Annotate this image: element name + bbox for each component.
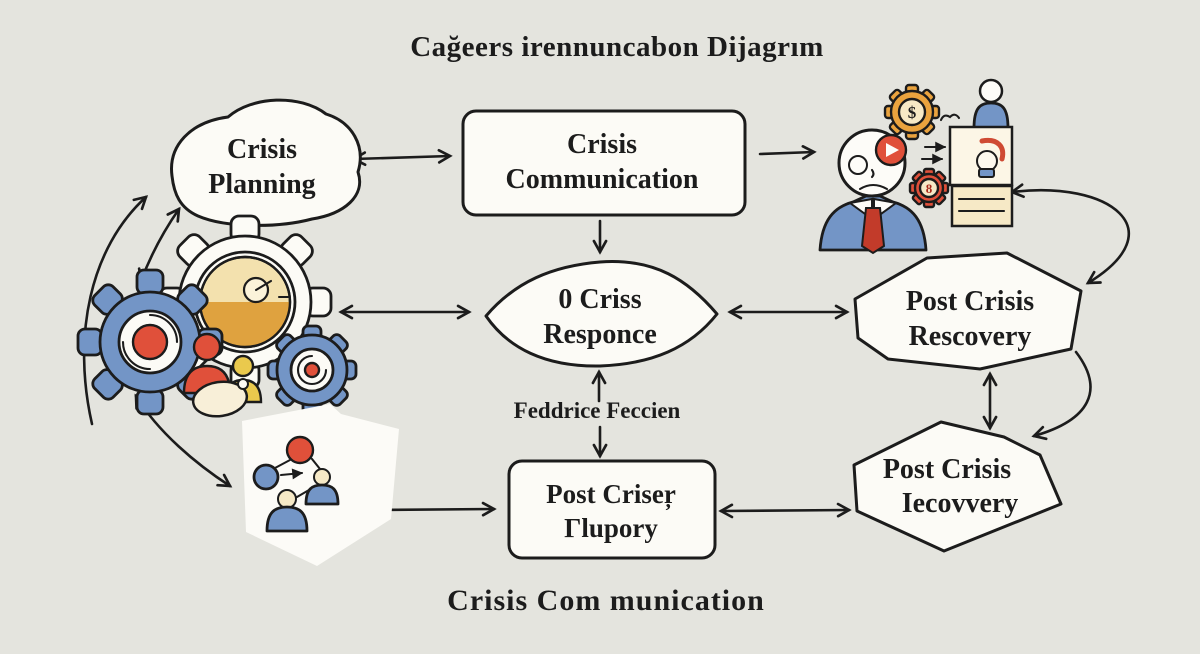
network-shield-icon <box>242 404 399 566</box>
node-crisis-response: 0 Criss Responce <box>484 260 719 368</box>
recovery-bottom-label-line1: Post Crisis <box>883 454 1011 485</box>
recovery-bottom-label-line2: Iecovvery <box>902 488 1019 519</box>
arrow-shield-report <box>373 501 497 518</box>
network-red-node <box>285 435 315 465</box>
network-person-bottom-icon <box>265 489 309 533</box>
response-label-line2: Responce <box>543 319 657 350</box>
report-label-line1: Post Criseŗ <box>546 479 676 511</box>
node-post-criser-report: Post Criseŗ Γlupory <box>507 459 717 560</box>
spokesperson-illustration: $ <box>818 78 1014 255</box>
blue-gear-icon <box>76 268 224 416</box>
small-gear-icon <box>266 324 358 416</box>
diagram-title: Cağeers irennuncabon Dijagrım <box>410 31 824 63</box>
footer-caption: Crisis Com munication <box>447 584 765 617</box>
node-post-crisis-recovery: Post Crisis Rescovery <box>853 251 1083 371</box>
network-blue-node <box>252 463 280 491</box>
number-gear-icon: 8 <box>908 167 950 209</box>
communication-label-line2: Communication <box>506 164 699 195</box>
idea-board-icon <box>920 125 1014 187</box>
arrow-left-long-curve <box>82 195 149 426</box>
dollar-gear-icon: $ <box>883 83 941 141</box>
report-label-line2: Γlupory <box>564 513 658 543</box>
node-crisis-planning: Crisis Planning <box>170 98 362 227</box>
sad-person-icon <box>818 128 928 255</box>
arrow-planning-communication <box>351 148 453 167</box>
arrow-communication-illustration <box>758 145 817 160</box>
recovery-mid-label-line1: Post Crisis <box>906 286 1034 317</box>
gears-teamwork-icon <box>76 214 358 418</box>
arrow-recovery-bottom-curve <box>1031 350 1092 441</box>
node-crisis-communication: Crisis Communication <box>461 109 747 217</box>
planning-label-line2: Planning <box>208 169 315 200</box>
feedback-label: Feddrice Feccien <box>514 398 681 423</box>
node-post-crisis-recovery-bottom: Post Crisis Iecovvery <box>852 420 1063 553</box>
arrow-report-recovery-bottom <box>718 502 852 519</box>
network-person-right-icon <box>304 468 340 506</box>
dollar-gear-label: $ <box>908 103 917 122</box>
number-gear-label: 8 <box>926 181 933 196</box>
recovery-mid-label-line2: Rescovery <box>909 321 1032 352</box>
communication-label-line1: Crisis <box>567 129 637 160</box>
podium-person-icon <box>939 78 1010 130</box>
arrow-illustration-recovery-curve <box>1009 183 1130 285</box>
planning-label-line1: Crisis <box>227 134 297 165</box>
response-label-line1: 0 Criss <box>558 284 641 315</box>
document-icon <box>950 184 1014 228</box>
speech-bubble-icon <box>191 378 249 418</box>
